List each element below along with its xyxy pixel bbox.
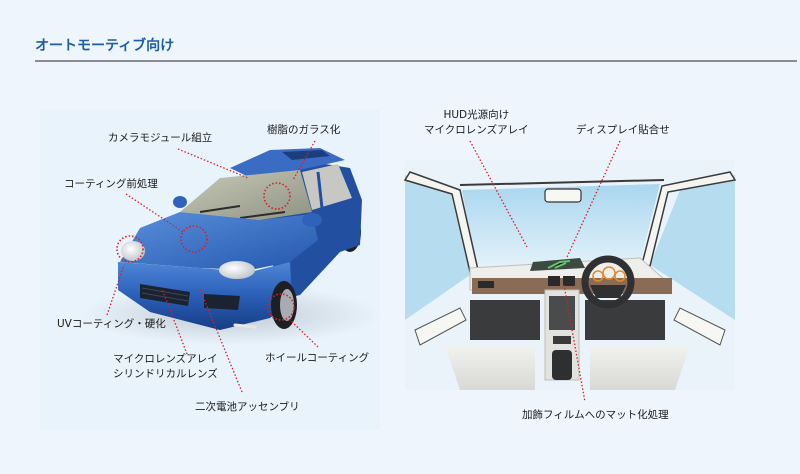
interior-leader-lines: [469, 140, 621, 403]
right-headlight: [219, 261, 255, 279]
rearview-mirror: [544, 188, 582, 203]
left-seat: [445, 345, 535, 390]
left-headlight: [121, 241, 145, 261]
leader-battery: [199, 288, 243, 393]
callout-uv-coating: UVコーティング・硬化: [57, 318, 166, 330]
car-interior: [403, 160, 737, 390]
callout-camera-module: カメラモジュール組立: [108, 132, 213, 144]
interior-windshield: [462, 184, 660, 268]
leader-display: [566, 140, 621, 258]
steering-wheel: [581, 255, 635, 309]
windshield: [180, 170, 312, 220]
center-display: [549, 296, 575, 330]
gear-shifter: [552, 350, 572, 380]
side-window: [302, 164, 352, 210]
right-seat: [590, 345, 690, 390]
leader-coating-pre: [125, 193, 184, 233]
leader-resin-glass: [292, 140, 316, 181]
title-divider: [35, 60, 797, 62]
callout-wheel-coating: ホイールコーティング: [265, 352, 370, 364]
leader-hud: [469, 140, 528, 248]
callout-line: マイクロレンズアレイ: [113, 353, 218, 365]
exterior-leader-lines: [106, 140, 319, 393]
callout-display-lamination: ディスプレイ貼合せ: [576, 124, 670, 136]
marker-wheel: [267, 293, 295, 321]
marker-resin-glass: [263, 182, 291, 210]
callout-resin-glass: 樹脂のガラス化: [267, 124, 341, 136]
exterior-markers: [116, 182, 295, 321]
page-title: オートモーティブ向け: [35, 38, 175, 54]
callout-microlens-cylindrical: マイクロレンズアレイ シリンドリカルレンズ: [113, 352, 218, 382]
car-exterior: [80, 148, 380, 345]
leader-camera: [177, 148, 249, 179]
marker-uv: [116, 235, 144, 263]
callout-line: シリンドリカルレンズ: [113, 368, 218, 380]
leader-microlens: [161, 288, 188, 355]
callout-line: HUD光源向け: [443, 109, 510, 121]
callout-battery-assembly: 二次電池アッセンブリ: [195, 401, 300, 413]
callout-line: マイクロレンズアレイ: [424, 124, 529, 136]
callout-coating-pretreatment: コーティング前処理: [64, 178, 158, 190]
callout-hud-microlens: HUD光源向け マイクロレンズアレイ: [424, 108, 529, 138]
callout-film-matte: 加飾フィルムへのマット化処理: [522, 409, 669, 421]
marker-coating-pre: [180, 225, 208, 253]
leader-film: [563, 284, 586, 403]
car-hood: [120, 212, 318, 270]
